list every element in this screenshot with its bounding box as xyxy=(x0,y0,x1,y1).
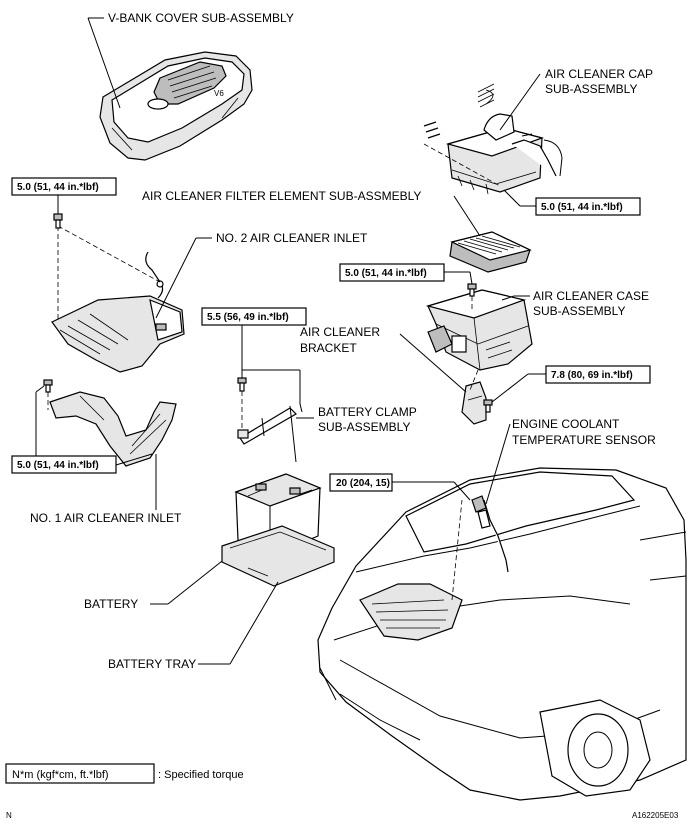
coolant-sensor-label-1: ENGINE COOLANT xyxy=(512,417,620,431)
legend-unit-box: N*m (kgf*cm, ft.*lbf) xyxy=(12,769,109,781)
case-bolt-torque: 5.0 (51, 44 in.*lbf) xyxy=(345,268,427,279)
air-cleaner-cap-label-1: AIR CLEANER CAP xyxy=(545,67,653,81)
filter-element-label: AIR CLEANER FILTER ELEMENT SUB-ASSMEBLY xyxy=(142,189,421,203)
footer-image-id: A162205E03 xyxy=(632,811,679,820)
vehicle-drawing xyxy=(317,467,687,801)
legend-text: : Specified torque xyxy=(158,769,244,781)
no1-inlet-bolt xyxy=(43,379,53,393)
v-bank-cover-drawing: V6 xyxy=(99,51,253,161)
no1-inlet-bolt-torque: 5.0 (51, 44 in.*lbf) xyxy=(17,460,99,471)
v-bank-cover-label: V-BANK COVER SUB-ASSEMBLY xyxy=(108,11,294,25)
cap-bolt-torque: 5.0 (51, 44 in.*lbf) xyxy=(541,202,623,213)
air-cleaner-case-label-2: SUB-ASSEMBLY xyxy=(533,304,625,318)
footer-left: N xyxy=(6,811,12,820)
no2-inlet-label: NO. 2 AIR CLEANER INLET xyxy=(216,231,368,245)
battery-clamp-label-1: BATTERY CLAMP xyxy=(318,405,417,419)
no1-air-cleaner-inlet-drawing xyxy=(49,391,177,467)
battery-clamp-label-2: SUB-ASSEMBLY xyxy=(318,420,410,434)
coolant-sensor-label-2: TEMPERATURE SENSOR xyxy=(512,433,656,447)
air-cleaner-bracket-drawing xyxy=(461,381,487,425)
air-cleaner-cap-drawing xyxy=(423,83,563,195)
no2-air-cleaner-inlet-drawing xyxy=(51,251,185,373)
air-cleaner-cap-label-2: SUB-ASSEMBLY xyxy=(545,82,637,96)
air-cleaner-filter-drawing xyxy=(449,231,532,273)
clamp-bolt xyxy=(237,377,247,392)
bracket-bolt-torque: 7.8 (80, 69 in.*lbf) xyxy=(551,370,633,381)
air-cleaner-case-drawing xyxy=(425,289,533,371)
no1-inlet-label: NO. 1 AIR CLEANER INLET xyxy=(30,511,182,525)
no2-inlet-bolt xyxy=(53,213,63,229)
bracket-label-1: AIR CLEANER xyxy=(300,325,380,339)
coolant-sensor-torque: 20 (204, 15) xyxy=(336,478,390,489)
coolant-sensor-drawing xyxy=(471,495,491,529)
battery-tray-label: BATTERY TRAY xyxy=(108,657,196,671)
bracket-bolt xyxy=(483,399,493,413)
bracket-label-2: BRACKET xyxy=(300,341,357,355)
no2-inlet-bolt-torque: 5.0 (51, 44 in.*lbf) xyxy=(17,182,99,193)
battery-tray-drawing xyxy=(221,525,335,587)
clamp-bolt-torque: 5.5 (56, 49 in.*lbf) xyxy=(207,312,289,323)
battery-label: BATTERY xyxy=(84,597,138,611)
v6-emblem: V6 xyxy=(214,89,224,98)
battery-clamp-drawing xyxy=(237,403,303,463)
air-cleaner-case-label-1: AIR CLEANER CASE xyxy=(533,289,649,303)
